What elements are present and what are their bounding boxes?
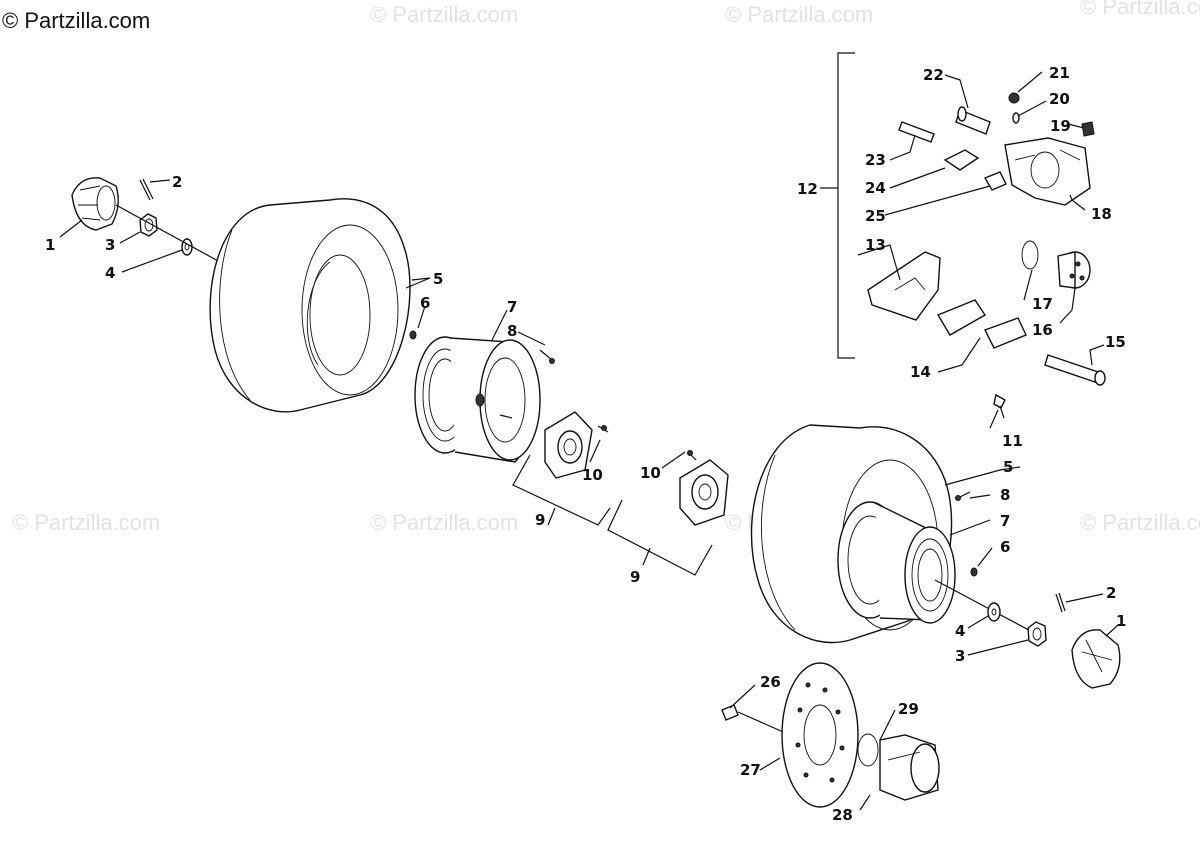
disc-bolt (721, 704, 791, 736)
brake-disc (781, 662, 859, 808)
callout-9-left: 9 (535, 511, 545, 529)
watermark-mid-2: © Partzilla.com (370, 510, 518, 535)
callout-12: 12 (797, 180, 818, 198)
right-hub-cap (1071, 629, 1121, 689)
callout-19: 19 (1050, 117, 1071, 135)
callout-1-right: 1 (1116, 612, 1126, 630)
left-valve-stem (409, 330, 417, 340)
callout-14: 14 (910, 363, 931, 381)
right-axle-line (934, 579, 1041, 637)
callout-21: 21 (1049, 64, 1070, 82)
left-hub-stud (597, 425, 609, 433)
callout-20: 20 (1049, 90, 1070, 108)
callout-24: 24 (865, 179, 886, 197)
callout-26: 26 (760, 673, 781, 691)
caliper-bracket (867, 251, 941, 321)
copyright-label: © Partzilla.com (2, 8, 150, 33)
callout-9-right: 9 (630, 568, 640, 586)
brake-group-bracket-line (820, 52, 855, 359)
callout-29: 29 (898, 700, 919, 718)
rear-hub (879, 734, 940, 801)
right-axle-nut (1027, 621, 1047, 647)
callout-10-left: 10 (582, 466, 603, 484)
callout-8-right: 8 (1000, 486, 1010, 504)
callout-3-right: 3 (955, 647, 965, 665)
callout-13: 13 (865, 236, 886, 254)
callout-4-left: 4 (105, 264, 115, 282)
callout-23: 23 (865, 151, 886, 169)
watermark-top-2: © Partzilla.com (725, 2, 873, 27)
pad-spring (943, 149, 980, 171)
leader-lines (59, 71, 1119, 811)
callout-15: 15 (1105, 333, 1126, 351)
callout-11: 11 (1002, 432, 1023, 450)
hub-o-ring (857, 733, 879, 767)
left-wheel-hub (544, 411, 593, 479)
right-hub-stud (687, 450, 697, 461)
right-lug-bolt (993, 393, 1006, 419)
watermark-mid-4: © Partzilla.com (1080, 510, 1200, 535)
watermark-top-1: © Partzilla.com (370, 2, 518, 27)
callout-22: 22 (923, 66, 944, 84)
callout-7-right: 7 (1000, 512, 1010, 530)
callout-10-right: 10 (640, 464, 661, 482)
callout-2-right: 2 (1106, 584, 1116, 602)
callout-6-right: 6 (1000, 538, 1010, 556)
right-washer (987, 602, 1001, 622)
right-cotter-pin (1055, 592, 1066, 613)
callout-28: 28 (832, 806, 853, 824)
left-tire (209, 198, 411, 413)
right-wheel-hub (679, 459, 729, 526)
caliper-piston (1057, 251, 1091, 289)
callout-2-left: 2 (172, 173, 182, 191)
caliper-pin (898, 121, 935, 143)
callout-17: 17 (1032, 295, 1053, 313)
left-axle-line (115, 204, 221, 263)
watermark-mid-1: © Partzilla.com (12, 510, 160, 535)
pad-clip (983, 171, 1007, 191)
caliper-bleeder (1008, 92, 1020, 104)
callout-18: 18 (1091, 205, 1112, 223)
left-lug-nut (539, 349, 555, 364)
callout-16: 16 (1032, 321, 1053, 339)
right-lug-nut (955, 491, 971, 501)
callout-5-right: 5 (1003, 458, 1013, 476)
bleeder-cap (1012, 112, 1020, 124)
right-rim (837, 501, 956, 624)
callout-1-left: 1 (45, 236, 55, 254)
left-axle-nut (139, 213, 158, 237)
brake-pad-set (936, 299, 1027, 349)
callout-4-right: 4 (955, 622, 965, 640)
caliper-plug (1081, 121, 1095, 137)
left-rim (414, 336, 541, 463)
left-cotter-pin (139, 178, 154, 201)
callout-27: 27 (740, 761, 761, 779)
callout-5-left: 5 (433, 270, 443, 288)
piston-seal (1021, 240, 1039, 270)
callout-3-left: 3 (105, 236, 115, 254)
caliper-body (1004, 137, 1091, 206)
callout-25: 25 (865, 207, 886, 225)
watermark-top-3: © Partzilla.com (1080, 0, 1200, 19)
caliper-bolt (955, 106, 991, 135)
callout-6-left: 6 (420, 294, 430, 312)
caliper-mount-bolt (1044, 354, 1106, 386)
callout-numbers: 1 2 3 4 5 6 7 8 9 10 10 9 11 5 8 7 6 2 1… (45, 64, 1126, 824)
callout-8-left: 8 (507, 322, 517, 340)
right-valve-stem (970, 567, 978, 577)
callout-7-left: 7 (507, 298, 517, 316)
